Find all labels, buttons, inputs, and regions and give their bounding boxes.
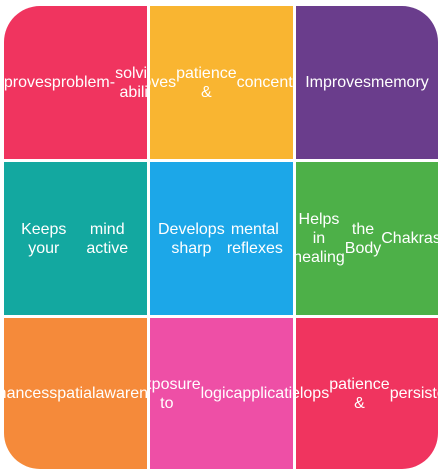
tile-line: mind active bbox=[86, 220, 129, 257]
tile-patience-concentration: Improves patience & concentration bbox=[150, 6, 293, 159]
tile-line: mental reflexes bbox=[226, 220, 283, 257]
tile-mental-reflexes: Develops sharp mental reflexes bbox=[150, 162, 293, 315]
tile-line: logic bbox=[200, 385, 234, 402]
tile-line: Improves bbox=[305, 74, 371, 91]
tile-line: Chakras bbox=[381, 230, 438, 247]
tile-spatial-awareness: Enhances spatial awareness bbox=[4, 318, 147, 469]
tile-line: patience & bbox=[176, 64, 237, 101]
benefits-grid: Improves problem- solving ability Improv… bbox=[4, 6, 438, 469]
tile-line: Helps in healing bbox=[296, 211, 345, 266]
tile-problem-solving: Improves problem- solving ability bbox=[4, 6, 147, 159]
tile-line: the Body bbox=[344, 220, 382, 257]
tile-line: patience & bbox=[329, 375, 390, 412]
tile-line: Exposure to bbox=[150, 375, 201, 412]
tile-line: Improves bbox=[150, 74, 177, 91]
tile-line: Develops sharp bbox=[158, 220, 225, 257]
tile-line: concentration bbox=[236, 74, 293, 91]
tile-line: awareness bbox=[95, 385, 147, 402]
tile-body-chakras: Helps in healing the Body Chakras bbox=[296, 162, 438, 315]
tile-line: spatial bbox=[49, 385, 96, 402]
tile-line: Enhances bbox=[4, 385, 50, 402]
tile-line: Keeps your bbox=[21, 220, 67, 257]
tile-mind-active: Keeps your mind active bbox=[4, 162, 147, 315]
tile-line: Develops bbox=[296, 385, 330, 402]
tile-line: memory bbox=[371, 74, 429, 91]
tile-line: Improves bbox=[4, 74, 52, 91]
tile-line: solving ability bbox=[115, 64, 147, 101]
tile-line: application bbox=[233, 385, 294, 402]
tile-logic-application: Exposure to logic application bbox=[150, 318, 293, 469]
tile-memory: Improves memory bbox=[296, 6, 438, 159]
tile-patience-persistence: Develops patience & persistence bbox=[296, 318, 438, 469]
tile-line: problem- bbox=[51, 74, 116, 91]
tile-line: persistence bbox=[389, 385, 438, 402]
